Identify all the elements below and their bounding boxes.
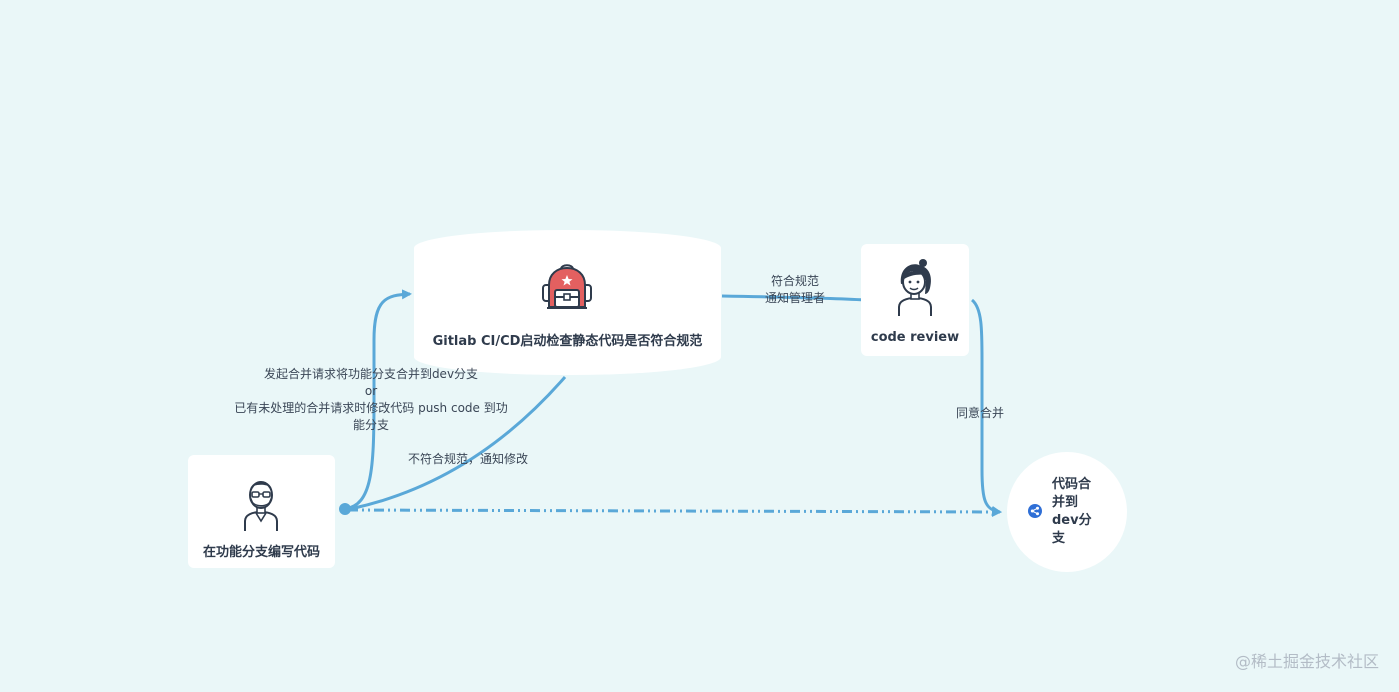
edge-label-line: 符合规范 bbox=[770, 274, 819, 288]
edge-ci-to-review bbox=[721, 294, 866, 302]
developer-avatar-icon bbox=[244, 481, 278, 531]
edge-label-line: or bbox=[364, 384, 378, 398]
edge-label-line: 已有未处理的合并请求时修改代码 push code 到功 bbox=[234, 401, 508, 415]
backpack-icon bbox=[542, 264, 592, 309]
edge-label-line: 能分支 bbox=[352, 418, 389, 432]
edge-dev-to-ci bbox=[344, 289, 412, 511]
node-merge[interactable]: 代码合 并到 dev分 支 bbox=[1007, 452, 1127, 572]
edge-label-line: 发起合并请求将功能分支合并到dev分支 bbox=[263, 367, 479, 381]
node-ci-title: Gitlab CI/CD启动检查静态代码是否符合规范 bbox=[432, 334, 703, 349]
edge-label-ci-to-dev: 不符合规范，通知修改 bbox=[407, 452, 528, 466]
node-merge-title-line: 并到 bbox=[1052, 495, 1079, 510]
edge-origin-dot[interactable] bbox=[339, 503, 351, 515]
edge-label-review-to-merge: 同意合并 bbox=[955, 406, 1004, 420]
edge-ci-to-dev bbox=[349, 376, 567, 511]
node-merge-title-line: 代码合 bbox=[1052, 477, 1092, 492]
node-merge-title-line: dev分 bbox=[1052, 513, 1092, 528]
edge-dev-to-merge-dashed bbox=[347, 506, 1002, 517]
share-icon bbox=[1028, 504, 1042, 518]
edge-review-to-merge bbox=[970, 298, 1002, 516]
watermark: @稀土掘金技术社区 bbox=[1234, 652, 1379, 671]
edge-label-ci-to-review: 符合规范 通知管理者 bbox=[745, 273, 845, 307]
node-merge-title: 代码合 并到 dev分 支 bbox=[1052, 476, 1092, 548]
reviewer-avatar-icon bbox=[898, 259, 932, 316]
node-ci[interactable]: Gitlab CI/CD启动检查静态代码是否符合规范 bbox=[414, 230, 721, 375]
node-dev[interactable]: 在功能分支编写代码 bbox=[188, 455, 335, 568]
edge-label-dev-to-ci: 发起合并请求将功能分支合并到dev分支 or 已有未处理的合并请求时修改代码 p… bbox=[221, 366, 521, 434]
node-review[interactable]: code review bbox=[861, 244, 969, 356]
node-dev-title: 在功能分支编写代码 bbox=[202, 545, 320, 560]
node-merge-title-line: 支 bbox=[1052, 531, 1066, 546]
node-review-title: code review bbox=[870, 330, 960, 345]
edge-label-line: 通知管理者 bbox=[764, 291, 825, 305]
